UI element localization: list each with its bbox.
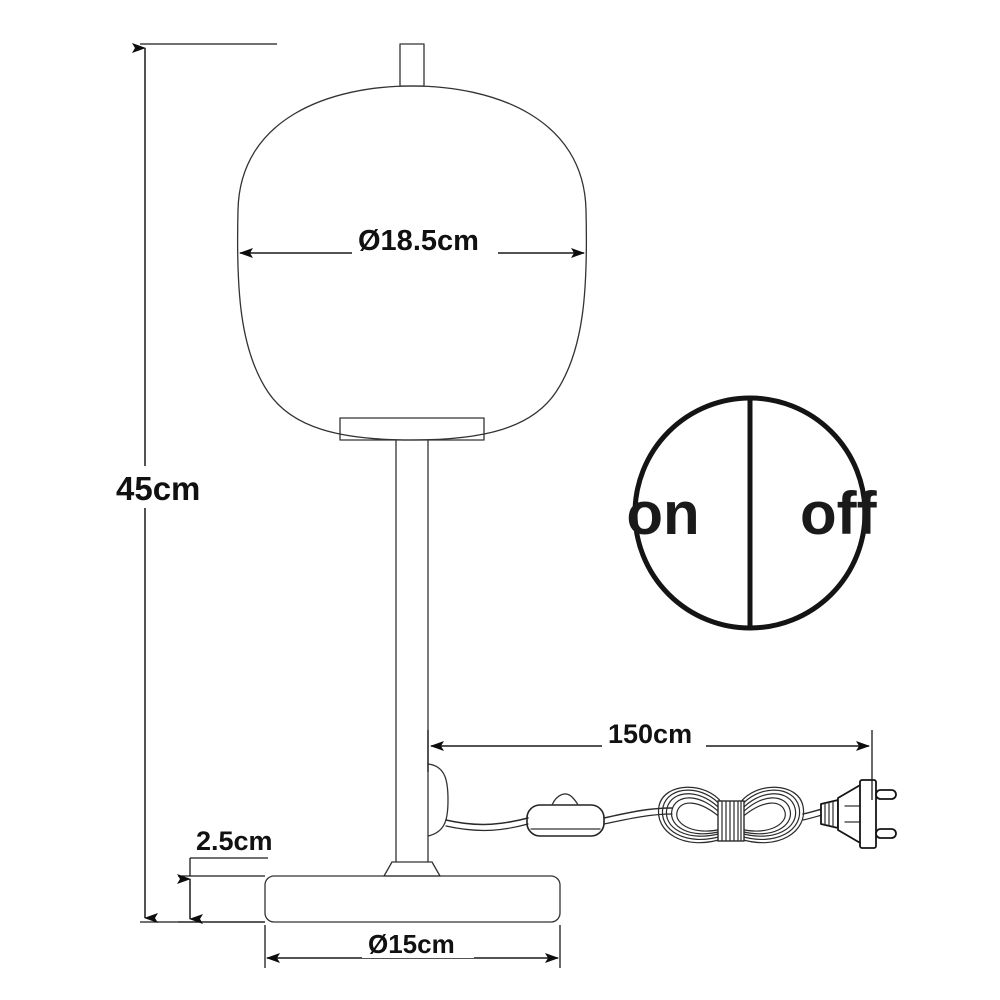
dimension-cord-length: 150cm	[427, 718, 873, 800]
cord-segment-switch-to-coil	[603, 807, 673, 819]
on-off-switch-symbol: on off	[626, 395, 878, 631]
stem-foot-collar-icon	[383, 861, 441, 877]
lamp-shade-icon	[236, 85, 588, 441]
cord-segment-stem-to-switch-inner	[445, 823, 529, 832]
shade-collar-icon	[339, 417, 485, 441]
finial-icon	[399, 43, 425, 87]
cord-segment-stem-to-switch	[445, 817, 529, 826]
dim-label-bg-total-height	[108, 466, 218, 508]
switch-on-label: on	[626, 480, 699, 547]
dim-label-bg-shade-diameter	[352, 222, 498, 256]
lamp-body-group	[236, 43, 588, 923]
power-cord-group	[445, 779, 897, 849]
stem-icon	[395, 439, 429, 863]
leader-line-base-height	[189, 857, 268, 876]
dimension-base-diameter: Ø15cm	[264, 925, 561, 968]
inline-switch-icon	[526, 793, 605, 837]
dim-label-cord-length: 150cm	[608, 719, 692, 749]
dim-label-base-diameter: Ø15cm	[368, 929, 455, 959]
base-plinth-icon	[264, 875, 561, 923]
dim-label-total-height: 45cm	[116, 470, 200, 507]
cord-segment-coil-to-plug-inner	[802, 814, 823, 821]
dimension-base-height: 2.5cm	[177, 826, 273, 924]
switch-off-label: off	[800, 480, 878, 547]
dimension-total-height: 45cm	[108, 43, 277, 923]
cable-coil-icon	[657, 786, 805, 844]
dim-label-bg-base-diameter	[362, 928, 474, 958]
euro-plug-icon	[820, 779, 897, 849]
dim-label-bg-cord-length	[602, 718, 706, 748]
dimension-shade-diameter: Ø18.5cm	[239, 222, 585, 258]
dim-label-base-height: 2.5cm	[196, 826, 273, 856]
cord-segment-coil-to-plug	[802, 808, 823, 815]
dim-label-shade-diameter: Ø18.5cm	[358, 225, 479, 257]
cord-outlet-icon	[427, 763, 449, 837]
